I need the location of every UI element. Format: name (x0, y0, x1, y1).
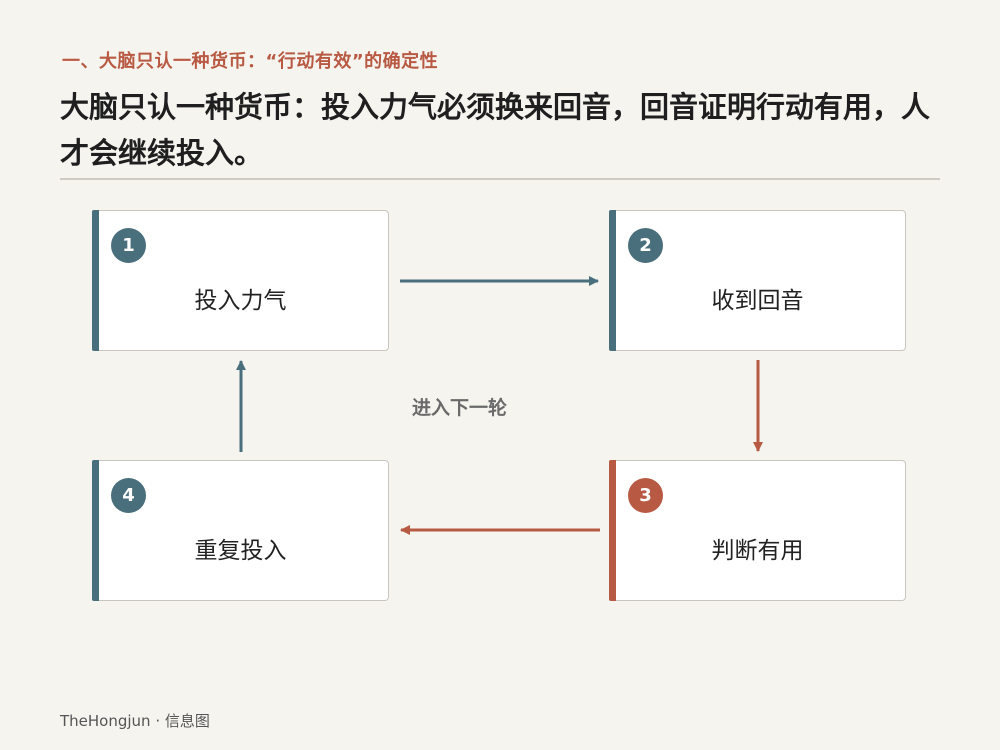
step-number-badge: 4 (111, 478, 146, 513)
footer-credit: TheHongjun · 信息图 (60, 712, 210, 730)
step-number-badge: 1 (111, 228, 146, 263)
step-card-1: 1 投入力气 (92, 210, 389, 351)
section-label: 一、大脑只认一种货币：“行动有效”的确定性 (62, 51, 439, 72)
page-title: 大脑只认一种货币：投入力气必须换来回音，回音证明行动有用，人才会继续投入。 (60, 90, 931, 170)
step-card-4: 4 重复投入 (92, 460, 389, 601)
loop-label: 进入下一轮 (412, 397, 508, 419)
step-label: 判断有用 (711, 538, 804, 564)
step-number-badge: 3 (628, 478, 663, 513)
step-number-badge: 2 (628, 228, 663, 263)
card-accent-bar (92, 460, 99, 601)
step-card-2: 2 收到回音 (609, 210, 906, 351)
divider (60, 178, 940, 180)
card-accent-bar (609, 210, 616, 351)
step-label: 重复投入 (194, 538, 287, 564)
card-accent-bar (92, 210, 99, 351)
step-card-3: 3 判断有用 (609, 460, 906, 601)
card-accent-bar (609, 460, 616, 601)
step-label: 投入力气 (194, 288, 287, 314)
step-label: 收到回音 (711, 288, 804, 314)
